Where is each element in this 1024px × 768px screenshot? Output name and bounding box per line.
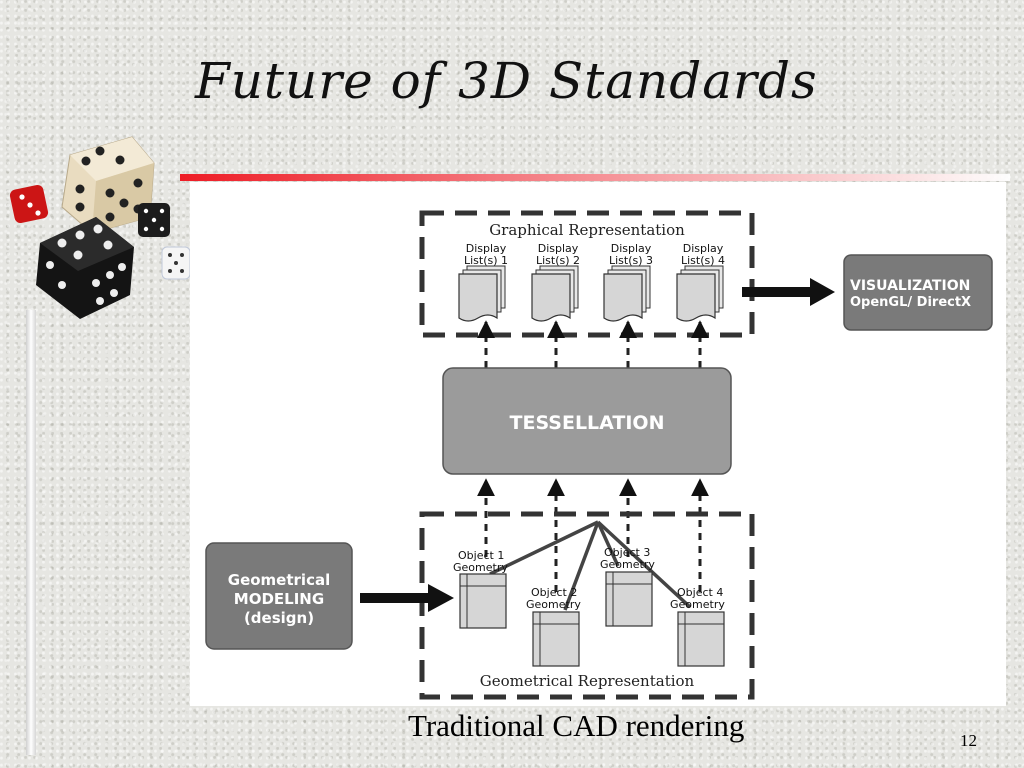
geometrical-modeling-line2: MODELING bbox=[234, 590, 324, 608]
object-4-line2: Geometry bbox=[670, 598, 725, 611]
display-list-2-line1: Display bbox=[538, 242, 579, 255]
graphical-representation-frame bbox=[419, 210, 755, 338]
display-list-1-line1: Display bbox=[466, 242, 507, 255]
geometrical-modeling-box: Geometrical MODELING (design) bbox=[205, 542, 353, 650]
arrow-to-geometry bbox=[360, 584, 454, 612]
object-3-line1: Object 3 bbox=[604, 546, 650, 559]
display-list-2: Display List(s) 2 bbox=[531, 242, 580, 322]
tessellation-box: TESSELLATION bbox=[442, 367, 732, 475]
display-list-1: Display List(s) 1 bbox=[458, 242, 508, 322]
figure-caption: Traditional CAD rendering bbox=[408, 708, 745, 743]
title-accent-line bbox=[180, 174, 1010, 181]
geometrical-modeling-line1: Geometrical bbox=[228, 571, 330, 589]
object-1-line1: Object 1 bbox=[458, 549, 504, 562]
display-list-4-line2: List(s) 4 bbox=[681, 254, 725, 267]
display-list-4-line1: Display bbox=[683, 242, 724, 255]
object-2-geometry: Object 2 Geometry bbox=[526, 586, 581, 667]
tessellation-label: TESSELLATION bbox=[510, 412, 665, 434]
object-4-geometry: Object 4 Geometry bbox=[670, 586, 725, 667]
dice-illustration bbox=[9, 136, 191, 319]
object-4-line1: Object 4 bbox=[677, 586, 723, 599]
object-3-geometry: Object 3 Geometry bbox=[600, 546, 655, 627]
object-3-line2: Geometry bbox=[600, 558, 655, 571]
object-1-line2: Geometry bbox=[453, 561, 508, 574]
object-2-line2: Geometry bbox=[526, 598, 581, 611]
graphical-representation-label: Graphical Representation bbox=[489, 221, 685, 239]
display-list-3: Display List(s) 3 bbox=[603, 242, 653, 322]
geometrical-representation-label: Geometrical Representation bbox=[480, 672, 695, 690]
object-1-geometry: Object 1 Geometry bbox=[453, 549, 508, 629]
display-list-3-line1: Display bbox=[611, 242, 652, 255]
white-die-icon bbox=[161, 246, 191, 280]
object-2-line1: Object 2 bbox=[531, 586, 577, 599]
large-black-die-icon bbox=[36, 217, 134, 319]
visualization-line2: OpenGL/ DirectX bbox=[850, 295, 971, 310]
visualization-box: VISUALIZATION OpenGL/ DirectX bbox=[843, 254, 993, 331]
geometrical-modeling-line3: (design) bbox=[244, 609, 314, 627]
display-list-4: Display List(s) 4 bbox=[676, 242, 725, 322]
visualization-line1: VISUALIZATION bbox=[850, 278, 970, 294]
arrow-to-visualization bbox=[742, 278, 835, 306]
side-decoration-bar bbox=[26, 310, 36, 755]
object-link-lines bbox=[489, 520, 692, 611]
page-number: 12 bbox=[960, 731, 977, 750]
display-list-2-line2: List(s) 2 bbox=[536, 254, 580, 267]
geometrical-representation-frame bbox=[419, 511, 755, 700]
display-list-3-line2: List(s) 3 bbox=[609, 254, 653, 267]
diagram-panel: Graphical Representation Display List(s)… bbox=[190, 182, 1006, 706]
small-black-die-icon bbox=[138, 203, 170, 237]
tessellation-to-lists-connectors bbox=[477, 320, 709, 368]
display-list-1-line2: List(s) 1 bbox=[464, 254, 508, 267]
red-die-icon bbox=[9, 184, 49, 224]
slide-title: Future of 3D Standards bbox=[195, 52, 818, 110]
objects-to-tessellation-connectors bbox=[477, 478, 709, 592]
